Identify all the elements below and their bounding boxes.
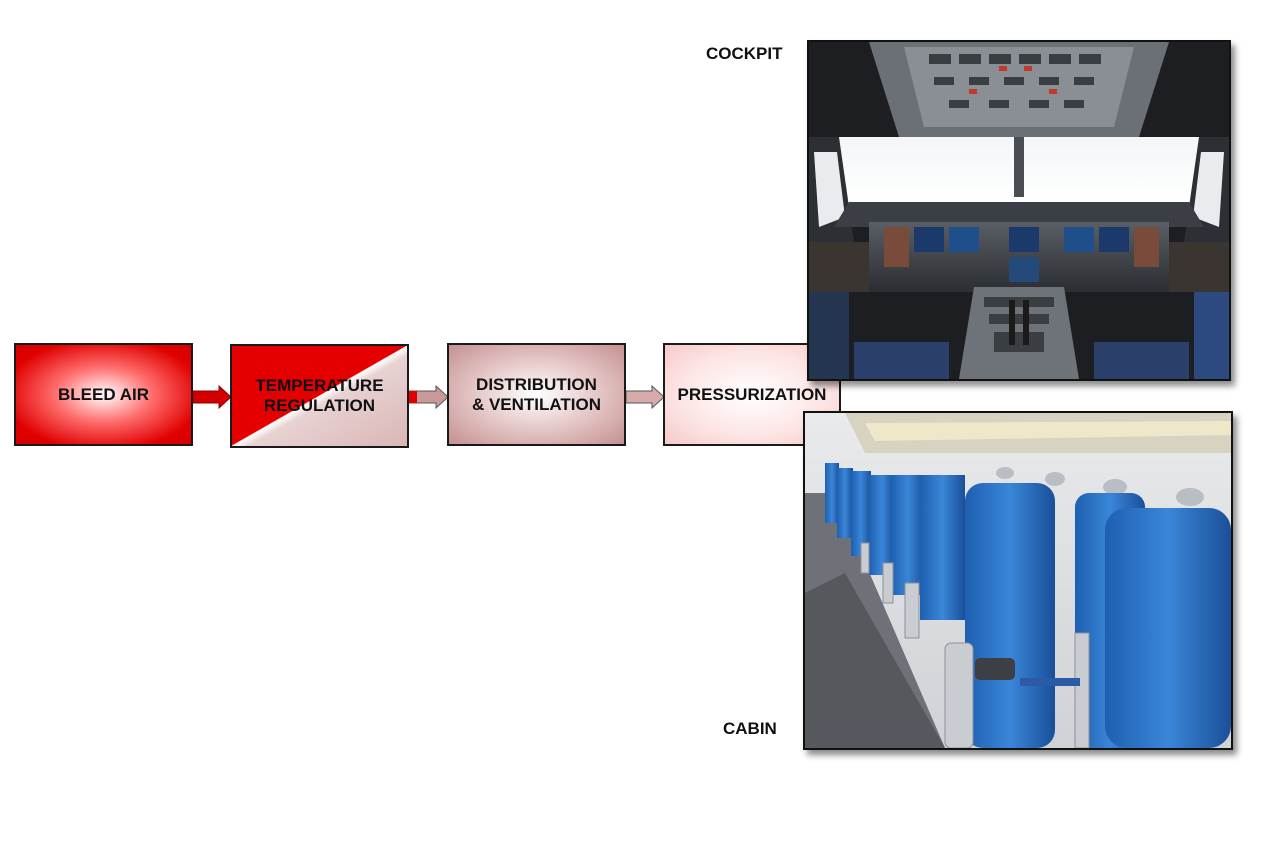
cockpit-illustration: [809, 42, 1229, 379]
arrow-distribution-to-pressurization: [625, 384, 665, 410]
cabin-photo: [803, 411, 1233, 750]
bleed-air-box: BLEED AIR: [14, 343, 193, 446]
arrow-temperature-to-distribution: [408, 384, 449, 410]
cockpit-photo: [807, 40, 1231, 381]
temperature-regulation-label: TEMPERATURE REGULATION: [255, 376, 384, 415]
temperature-regulation-box: TEMPERATURE REGULATION: [230, 344, 409, 448]
bleed-air-label: BLEED AIR: [58, 384, 149, 404]
cabin-label: CABIN: [723, 719, 777, 738]
distribution-ventilation-box: DISTRIBUTION & VENTILATION: [447, 343, 626, 446]
cockpit-label: COCKPIT: [706, 44, 783, 63]
arrow-bleed-to-temperature: [192, 384, 232, 410]
cabin-illustration: [805, 413, 1231, 748]
pressurization-label: PRESSURIZATION: [677, 384, 827, 404]
distribution-ventilation-label: DISTRIBUTION & VENTILATION: [471, 374, 602, 414]
